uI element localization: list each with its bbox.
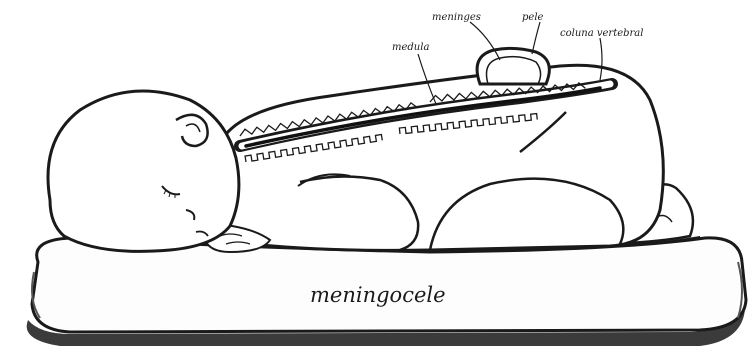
label-meninges: meninges [432, 12, 481, 23]
baby-head [48, 91, 239, 251]
label-meningocele: meningocele [310, 283, 446, 307]
leader-pele [532, 22, 540, 54]
label-pele: pele [522, 12, 544, 23]
label-medula: medula [392, 42, 429, 53]
label-coluna-vertebral: coluna vertebral [560, 28, 643, 39]
